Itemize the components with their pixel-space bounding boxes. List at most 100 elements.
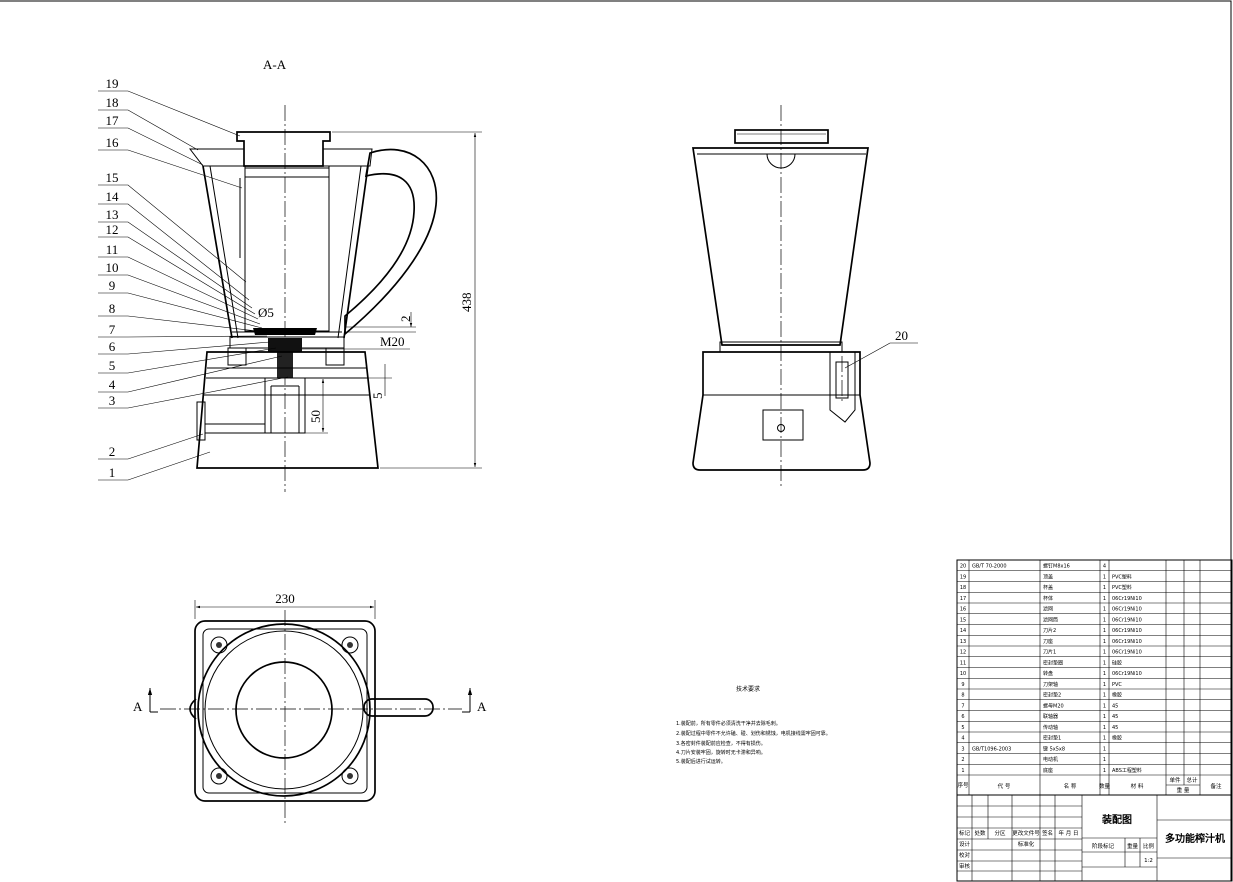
- bom-header-code: 代 号: [998, 782, 1011, 790]
- bom-header-material: 材 料: [1131, 782, 1144, 790]
- bom-cell-no: 4: [961, 736, 964, 742]
- bom-cell-name: 刀片1: [1043, 649, 1056, 656]
- tb-design: 设计: [959, 840, 971, 848]
- cup-body: [692, 147, 869, 346]
- bom-cell-name: 顶盖: [1043, 573, 1053, 580]
- bom-cell-name: 刀架轴: [1043, 681, 1058, 688]
- callout-12: 12: [106, 222, 119, 237]
- base-inner: [202, 628, 368, 794]
- bom-cell-material: 橡胶: [1112, 735, 1122, 742]
- bom-cell-no: 18: [960, 585, 966, 591]
- bom-header-weight: 重 量: [1177, 786, 1190, 794]
- screw-housing: [829, 351, 856, 423]
- bom-cell-code: GB/T1096-2003: [972, 746, 1011, 752]
- bom-cell-name: 密封垫圈: [1043, 659, 1063, 666]
- section-view-a-a: A-A: [98, 57, 482, 492]
- bom-cell-name: 密封垫2: [1043, 692, 1061, 699]
- cup-rim-inner: [204, 630, 364, 790]
- bom-cell-qty: 4: [1103, 564, 1106, 570]
- bom-cell-qty: 1: [1103, 585, 1106, 591]
- bom-cell-name: 转盘: [1043, 670, 1053, 677]
- bom-cell-no: 7: [961, 703, 964, 709]
- bom-row: 3 GB/T1096-2003 键 5x5x8 1: [957, 745, 1232, 754]
- bom-cell-no: 3: [961, 746, 964, 752]
- nut: [268, 338, 302, 352]
- callout-7: 7: [109, 322, 116, 337]
- title-block: 标记 处数 分区 更改文件号 签名 年 月 日 设计 标准化 校对 审核 装配图…: [957, 795, 1232, 881]
- bom-cell-name: 电动机: [1043, 756, 1058, 763]
- filter-basket-top: [244, 165, 330, 178]
- top-view: 230 A A: [133, 591, 487, 825]
- section-mark-left: A: [133, 688, 158, 714]
- bom-cell-name: 密封垫1: [1043, 735, 1061, 742]
- bom-cell-no: 12: [960, 650, 966, 656]
- bom-cell-qty: 1: [1103, 596, 1106, 602]
- bom-cell-no: 13: [960, 639, 966, 645]
- tb-change-doc: 更改文件号: [1012, 829, 1040, 837]
- coupling: [270, 385, 300, 433]
- spout: [189, 698, 197, 720]
- bom-cell-qty: 1: [1103, 693, 1106, 699]
- corner-bosses: [210, 636, 359, 785]
- bom-cell-no: 16: [960, 607, 966, 613]
- lid: [236, 131, 331, 167]
- section-title: A-A: [263, 57, 287, 72]
- motor-cavity: [264, 377, 306, 434]
- svg-text:438: 438: [459, 293, 474, 313]
- bom-cell-name: 杯盖: [1043, 584, 1053, 591]
- tb-check: 校对: [959, 851, 971, 859]
- svg-text:2: 2: [398, 316, 413, 323]
- bom-cell-no: 11: [960, 660, 966, 666]
- bom-cell-code: GB/T 70-2000: [972, 564, 1007, 570]
- callout-8: 8: [109, 301, 116, 316]
- tech-line: 3.各密封件装配前应检查，不得有损伤。: [676, 740, 766, 747]
- bom-cell-name: 底座: [1043, 767, 1053, 774]
- dim-gap: 2: [345, 312, 416, 333]
- bom-cell-no: 5: [961, 725, 964, 731]
- bom-cell-qty: 1: [1103, 660, 1106, 666]
- bom-cell-name: 杯体: [1043, 595, 1053, 602]
- callout-9: 9: [109, 278, 116, 293]
- lid-circle: [235, 661, 333, 759]
- callout-19: 19: [106, 76, 119, 91]
- tb-mark: 标记: [959, 829, 971, 837]
- bom-cell-qty: 1: [1103, 746, 1106, 752]
- bom-cell-no: 9: [961, 682, 964, 688]
- callout-18: 18: [106, 95, 119, 110]
- front-view: 20: [692, 105, 918, 487]
- bom-cell-name: 滤网: [1043, 606, 1053, 613]
- bom-cell-material: PVC塑料: [1112, 573, 1132, 580]
- bom-cell-material: 45: [1112, 725, 1118, 731]
- cup-notch: [766, 153, 796, 169]
- bom-cell-qty: 1: [1103, 714, 1106, 720]
- section-mark-right: A: [462, 688, 487, 714]
- bom-cell-name: 键 5x5x8: [1043, 745, 1065, 752]
- callout-20-leader: [844, 342, 918, 369]
- bom-cell-name: 刀片2: [1043, 627, 1056, 634]
- callout-labels: 19 18 17 16 15 14 13 12 11 10 9 8 7 6 5 …: [106, 76, 120, 480]
- bom-cell-qty: 1: [1103, 671, 1106, 677]
- bom-cell-name: 传动轴: [1043, 724, 1058, 731]
- bom-cell-material: ABS工程塑料: [1112, 767, 1142, 774]
- dim-cavity-depth: 50: [305, 379, 328, 434]
- bom-cell-material: 06Cr19Ni10: [1112, 650, 1142, 656]
- bom-header-total: 总计: [1186, 776, 1198, 784]
- bom-header-qty: 数量: [1099, 782, 1111, 790]
- bom-cell-material: 橡胶: [1112, 692, 1122, 699]
- bom-cell-qty: 1: [1103, 725, 1106, 731]
- tb-standard: 标准化: [1018, 840, 1035, 848]
- tech-line: 5.装配后进行试运转。: [676, 758, 726, 765]
